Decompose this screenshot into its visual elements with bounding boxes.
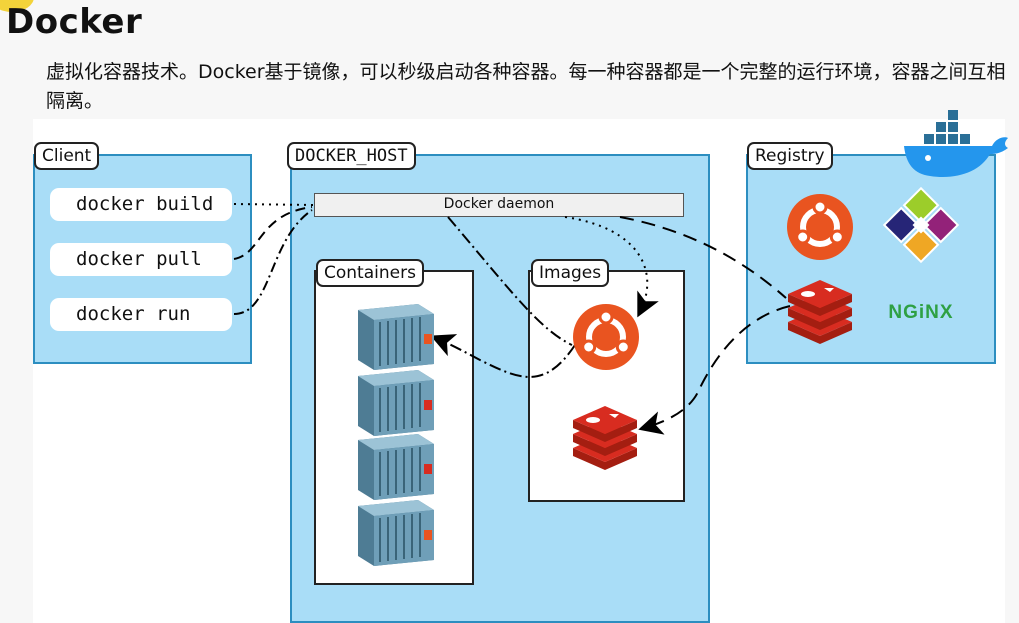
docker-run-command: docker run <box>50 298 232 331</box>
docker-host-label: DOCKER_HOST <box>287 142 416 170</box>
container-icon-3 <box>358 434 434 500</box>
docker-daemon: Docker daemon <box>314 193 684 217</box>
registry-redis-icon <box>788 280 852 344</box>
docker-build-command: docker build <box>50 188 232 221</box>
registry-panel <box>746 154 996 364</box>
container-icon-4 <box>358 500 434 566</box>
container-icon-2 <box>358 370 434 436</box>
images-label: Images <box>531 259 610 287</box>
build-connector <box>233 203 315 206</box>
image-redis-icon <box>573 406 637 470</box>
daemon-to-container <box>447 216 573 346</box>
container-icon-1 <box>358 304 434 370</box>
watermark: CSDN @一只懒鱼儿 <box>822 596 960 614</box>
client-label: Client <box>34 142 100 170</box>
registry-ubuntu-icon <box>787 194 853 260</box>
registry-to-redis-image <box>638 305 791 435</box>
daemon-to-ubuntu-image <box>564 216 659 318</box>
image-to-container <box>430 334 576 378</box>
page-title: Docker <box>6 2 143 42</box>
containers-label: Containers <box>316 259 424 287</box>
page-description: 虚拟化容器技术。Docker基于镜像，可以秒级启动各种容器。每一种容器都是一个完… <box>46 61 1006 112</box>
registry-centos-icon <box>882 186 960 264</box>
run-connector <box>233 209 313 315</box>
image-ubuntu-icon <box>573 304 639 370</box>
pull-connector <box>233 206 313 260</box>
registry-nginx-icon: NGiNX <box>888 302 953 323</box>
registry-label: Registry <box>747 142 833 170</box>
daemon-to-registry <box>619 216 787 299</box>
docker-pull-command: docker pull <box>50 243 232 276</box>
docker-whale-icon <box>904 110 1008 178</box>
